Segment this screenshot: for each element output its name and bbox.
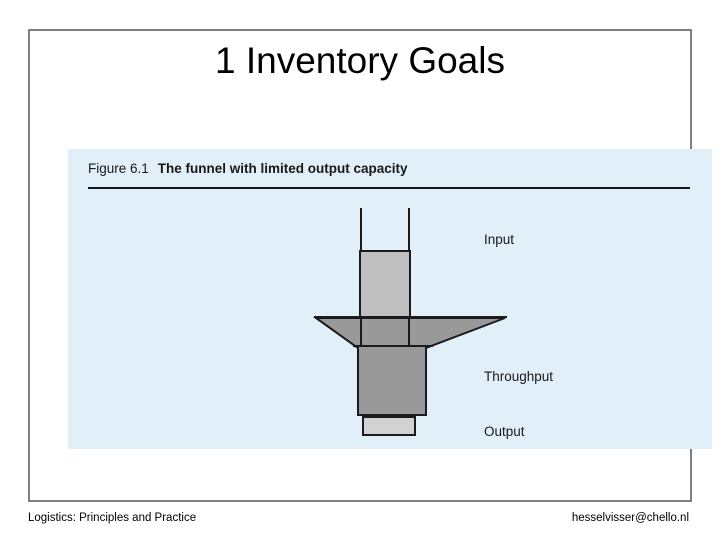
funnel-diagram [312,208,507,436]
funnel-output-box [362,416,416,436]
page-title: 1 Inventory Goals [215,40,505,81]
diagram-label-throughput: Throughput [484,369,554,384]
figure-number: Figure 6.1 [88,161,149,176]
slide-footer: Logistics: Principles and Practice hesse… [28,512,692,528]
caption-divider [88,187,690,189]
figure-panel: Figure 6.1 The funnel with limited output… [68,149,712,449]
figure-caption: Figure 6.1 The funnel with limited output… [88,161,408,176]
slide-frame: 1 Inventory Goals Figure 6.1 The funnel w… [28,29,712,502]
funnel-tube-fill [359,250,411,318]
footer-book-title: Logistics: Principles and Practice [28,512,197,524]
funnel-cone-body [312,317,506,416]
footer-contact-email: hesselvisser@chello.nl [571,512,689,524]
figure-caption-text: The funnel with limited output capacity [157,161,408,176]
diagram-label-output: Output [484,424,525,439]
diagram-label-input: Input [484,232,515,247]
